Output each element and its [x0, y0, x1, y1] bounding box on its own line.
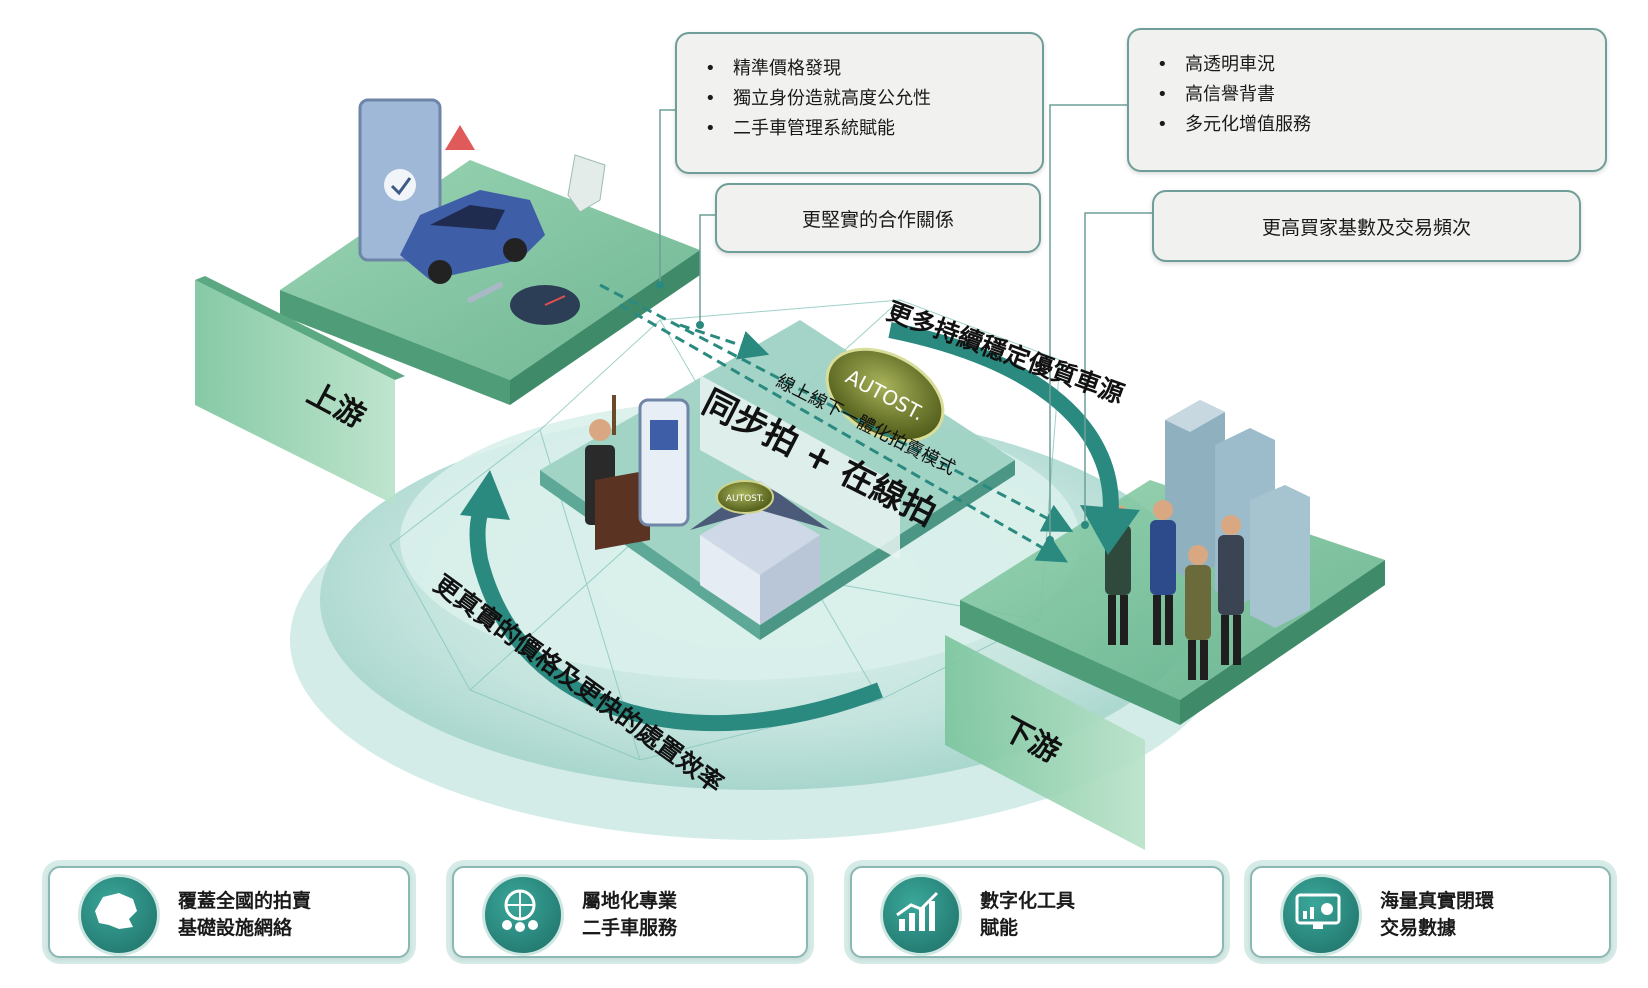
china-map-icon: [78, 874, 160, 956]
monitor-chart-icon: [1280, 874, 1362, 956]
shield-icon: [567, 154, 606, 213]
tablet-icon: [638, 398, 690, 527]
callout-text: 更高買家基數及交易頻次: [1261, 216, 1471, 239]
callout-bullet: 精準價格發現: [703, 54, 1042, 84]
small-logo-text: AUTOST.: [726, 494, 764, 504]
upstream-panel: [195, 276, 405, 505]
callout-bullet: 高透明車況: [1155, 50, 1605, 80]
auctioneer-icon: [585, 395, 650, 550]
bottom-cycle-arrow: [469, 496, 883, 731]
callout-bullet: 獨立身份造就高度公允性: [703, 84, 1042, 114]
card-line-1: 屬地化專業: [582, 890, 678, 912]
center-platform: AUTOST. AUTOST.: [540, 320, 1015, 640]
card-line-2: 賦能: [980, 917, 1019, 939]
callout-bullet: 多元化增值服務: [1155, 110, 1605, 140]
top-cycle-arrow: [888, 322, 1119, 521]
buildings-icon: [1165, 400, 1310, 628]
sync-label-panel: [700, 375, 900, 560]
card-line-1: 覆蓋全國的拍賣: [178, 890, 312, 912]
callout-bullet: 二手車管理系統賦能: [703, 114, 1042, 144]
callout-top-left: 精準價格發現 獨立身份造就高度公允性 二手車管理系統賦能: [675, 32, 1044, 174]
callout-top-right: 高透明車況 高信譽背書 多元化增值服務: [1127, 28, 1607, 172]
bar-chart-icon: [880, 874, 962, 956]
card-line-1: 海量真實閉環: [1380, 890, 1495, 912]
upstream-platform: [280, 98, 700, 405]
warning-icon: [445, 125, 475, 150]
feature-card-localized: 屬地化專業 二手車服務: [452, 866, 808, 958]
card-line-1: 數字化工具: [980, 890, 1076, 912]
small-logo-badge: [716, 480, 774, 514]
car-icon: [400, 190, 545, 284]
feature-card-digital: 數字化工具 賦能: [850, 866, 1224, 958]
callout-middle-right: 更高買家基數及交易頻次: [1152, 190, 1581, 262]
feature-card-data: 海量真實閉環 交易數據: [1250, 866, 1611, 958]
downstream-panel: [945, 635, 1145, 850]
card-line-2: 二手車服務: [582, 917, 678, 939]
callout-middle-left: 更堅實的合作關係: [715, 183, 1041, 253]
card-line-2: 基礎設施網絡: [178, 917, 293, 939]
callout-text: 更堅實的合作關係: [801, 208, 954, 231]
wrench-icon: [467, 282, 503, 303]
flow-arrows: [599, 283, 1074, 563]
callout-bullet: 高信譽背書: [1155, 80, 1605, 110]
callout-connectors: [659, 104, 1152, 540]
feature-card-nationwide: 覆蓋全國的拍賣 基礎設施網絡: [48, 866, 410, 958]
connector-dots: [656, 281, 1089, 544]
card-line-2: 交易數據: [1380, 917, 1457, 939]
people-network-icon: [482, 874, 564, 956]
